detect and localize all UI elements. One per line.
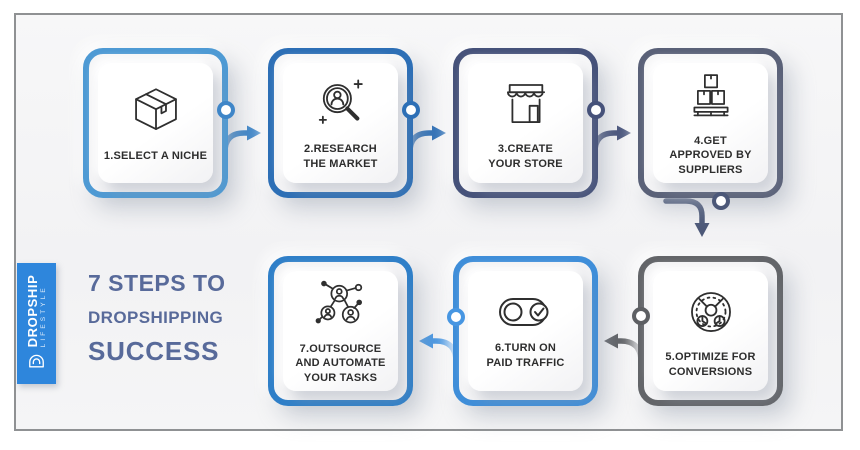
dropship-lifestyle-logo-icon xyxy=(27,353,46,372)
step-label: 7.OUTSOURCE AND AUTOMATE YOUR TASKS xyxy=(295,343,386,384)
package-box-icon xyxy=(127,82,185,140)
step-card-7-outsource-and-automate: 7.OUTSOURCE AND AUTOMATE YOUR TASKS xyxy=(268,256,413,406)
connector-ring-step3 xyxy=(586,100,605,119)
step-card-1-select-a-niche: 1.SELECT A NICHE xyxy=(83,48,228,198)
title-line-1: 7 STEPS TO xyxy=(88,270,226,296)
step-card-6-turn-on-paid-traffic: 6.TURN ON PAID TRAFFIC xyxy=(453,256,598,406)
toggle-switch-icon xyxy=(494,292,558,332)
brand-name: DROPSHIP xyxy=(24,274,40,348)
step-label: 2.RESEARCH THE MARKET xyxy=(303,143,378,170)
connector-ring-step1 xyxy=(216,100,235,119)
step-card-5-optimize-for-conversions: 5.OPTIMIZE FOR CONVERSIONS xyxy=(638,256,783,406)
step-label: 3.CREATE YOUR STORE xyxy=(488,143,563,170)
connector-ring-step2 xyxy=(401,100,420,119)
step-card-4-get-approved-by-suppliers: 4.GET APPROVED BY SUPPLIERS xyxy=(638,48,783,198)
optimization-gauge-icon xyxy=(682,283,740,341)
connector-ring-step6 xyxy=(446,307,465,326)
step-label: 5.OPTIMIZE FOR CONVERSIONS xyxy=(665,351,756,378)
brand-tab: DROPSHIP LIFESTYLE xyxy=(17,263,56,384)
step-label: 1.SELECT A NICHE xyxy=(103,150,208,163)
step-card-3-create-your-store: 3.CREATE YOUR STORE xyxy=(453,48,598,198)
magnifier-person-icon xyxy=(312,75,370,133)
pallet-boxes-icon xyxy=(683,69,739,125)
brand-subname: LIFESTYLE xyxy=(39,285,47,348)
title-line-3: SUCCESS xyxy=(88,336,220,366)
step-label: 6.TURN ON PAID TRAFFIC xyxy=(486,342,565,369)
step-label: 4.GET APPROVED BY SUPPLIERS xyxy=(669,135,752,176)
infographic-title: 7 STEPS TO DROPSHIPPING SUCCESS xyxy=(88,270,226,367)
step-card-2-research-the-market: 2.RESEARCH THE MARKET xyxy=(268,48,413,198)
people-network-icon xyxy=(313,277,369,333)
title-line-2: DROPSHIPPING xyxy=(88,308,224,327)
connector-ring-step5 xyxy=(631,306,650,325)
storefront-icon xyxy=(497,75,555,133)
connector-ring-step4 xyxy=(711,191,730,210)
